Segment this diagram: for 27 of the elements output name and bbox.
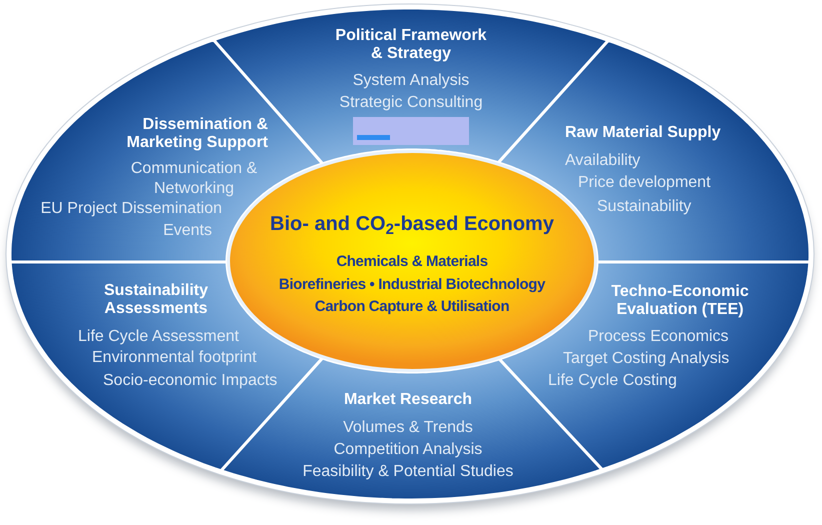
sector-item: Strategic Consulting [339, 93, 483, 113]
center-item: Chemicals & Materials [336, 252, 488, 272]
sector-item: Price development [578, 173, 711, 193]
sector-item: Availability [565, 151, 640, 171]
center-item: Carbon Capture & Utilisation [314, 297, 510, 317]
center-item: Biorefineries • Industrial Biotechnology [278, 275, 546, 295]
sector-item: Socio-economic Impacts [103, 371, 278, 391]
sector-item: Feasibility & Potential Studies [302, 462, 514, 482]
sector-item: System Analysis [352, 71, 470, 91]
center-title: Bio- and CO$_{2}$-based Economy [270, 212, 554, 237]
sector-item: Environmental footprint [92, 348, 257, 368]
sector-heading: Market Research [344, 391, 472, 409]
sector-item: Events [163, 221, 212, 241]
sector-item: Life Cycle Costing [548, 371, 677, 391]
sector-heading: Sustainability Assessments [102, 282, 210, 318]
sector-item: EU Project Dissemination [40, 199, 222, 219]
sector-item: Sustainability [597, 197, 692, 217]
sector-heading: Techno-Economic Evaluation (TEE) [610, 283, 750, 319]
sector-heading: Dissemination & Marketing Support [126, 116, 268, 152]
sector-item: Process Economics [588, 327, 728, 347]
sector-heading: Raw Material Supply [565, 124, 721, 142]
sector-item: Target Costing Analysis [563, 349, 730, 369]
sector-heading: Political Framework & Strategy [334, 27, 488, 63]
sector-item: Volumes & Trends [343, 418, 473, 438]
sector-item: Competition Analysis [334, 440, 482, 460]
sector-item: Communication & Networking [130, 159, 258, 199]
sector-item: Life Cycle Assessment [78, 327, 239, 347]
